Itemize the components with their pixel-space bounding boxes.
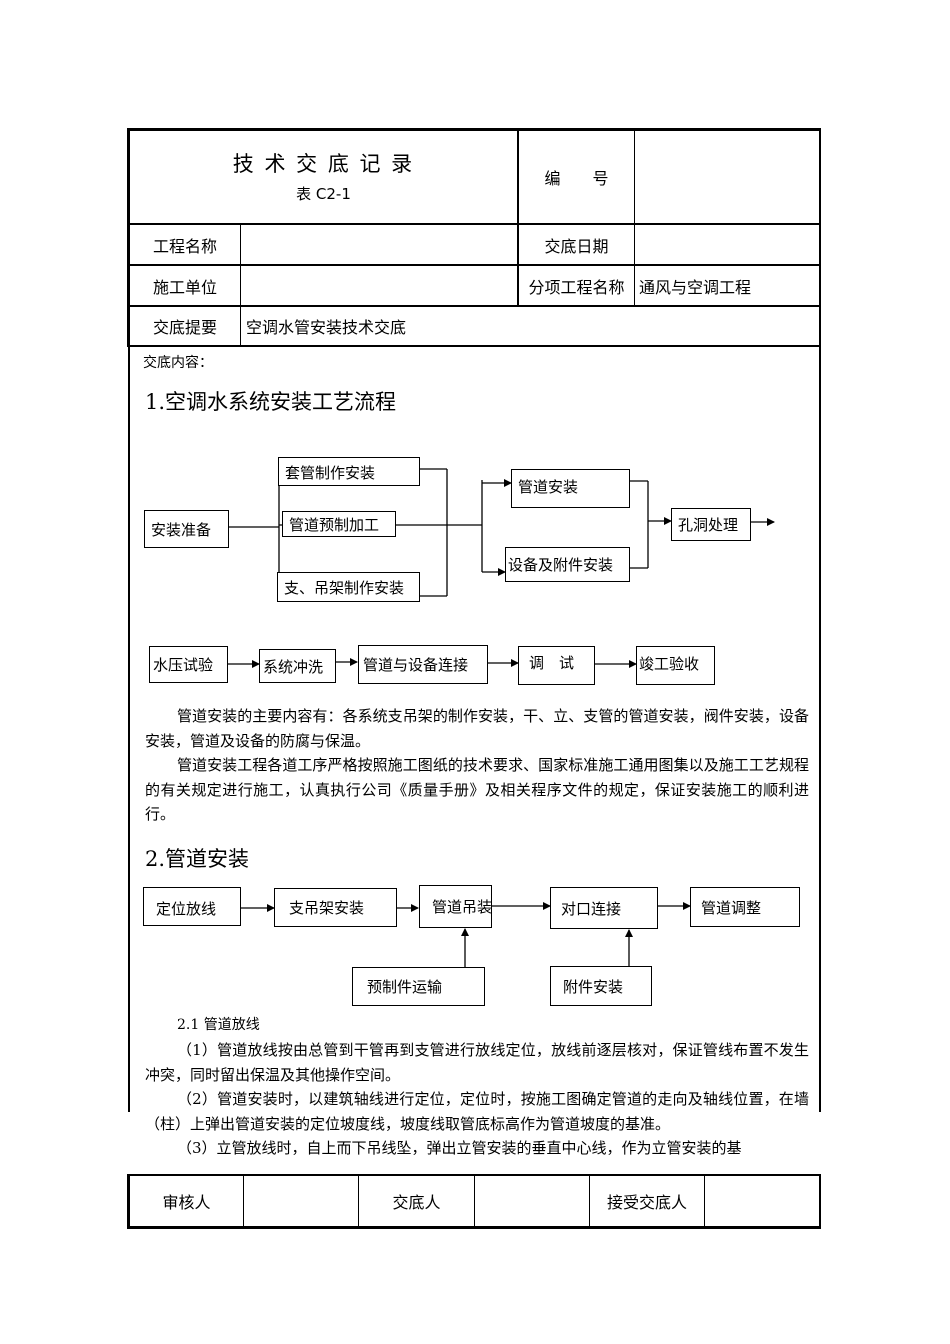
flow2-locate-box: 定位放线 — [143, 887, 241, 926]
flow2-prefab-transport-box: 预制件运输 — [352, 967, 485, 1006]
flow1-prefab-box: 管道预制加工 — [282, 511, 396, 537]
unit-label: 施工单位 — [152, 277, 217, 297]
reviewer-value[interactable] — [244, 1176, 358, 1226]
paragraph-1: 管道安装的主要内容有：各系统支吊架的制作安装，干、立、支管的管道安装，阀件安装，… — [145, 707, 809, 750]
form-title: 技 术 交 底 记 录 — [232, 152, 415, 176]
section1-title: 1.空调水系统安装工艺流程 — [145, 390, 397, 414]
paragraph-2: 管道安装工程各道工序严格按照施工图纸的技术要求、国家标准施工通用图集以及施工工艺… — [145, 756, 809, 823]
project-name-label: 工程名称 — [152, 236, 217, 256]
flow2-accessory-box: 附件安装 — [550, 966, 652, 1006]
content-right-border — [819, 347, 821, 1112]
intro-label: 交底内容： — [143, 355, 213, 371]
item-3: （3）立管放线时，自上而下吊线坠，弹出立管安装的垂直中心线，作为立管安装的基 — [177, 1139, 742, 1157]
subproject-value[interactable]: 通风与空调工程 — [639, 277, 752, 297]
flow2-joint-box: 对口连接 — [550, 887, 658, 929]
subproject-label: 分项工程名称 — [528, 277, 625, 297]
flow1-hole-box: 孔洞处理 — [671, 508, 751, 541]
flow1-pressure-box: 水压试验 — [149, 646, 228, 683]
flow1-support-box: 支、吊架制作安装 — [277, 572, 420, 602]
receiver-label: 接受交底人 — [606, 1193, 687, 1212]
section2-title: 2.管道安装 — [145, 847, 250, 871]
item-2: （2）管道安装时，以建筑轴线进行定位，定位时，按施工图确定管道的走向及轴线位置，… — [145, 1090, 809, 1133]
flow1-accept-box: 竣工验收 — [636, 646, 715, 685]
summary-label: 交底提要 — [152, 318, 217, 337]
flow1-connect-box: 管道与设备连接 — [358, 645, 488, 684]
form-code: 表 C2-1 — [296, 185, 351, 203]
flow2-connectors — [241, 902, 691, 967]
reviewer-label: 审核人 — [162, 1193, 211, 1212]
flow1-sleeve-box: 套管制作安装 — [278, 457, 420, 486]
receiver-value[interactable] — [705, 1176, 819, 1226]
discloser-label: 交底人 — [392, 1193, 441, 1212]
flow2-adjust-box: 管道调整 — [690, 887, 800, 927]
flow1-flush-box: 系统冲洗 — [259, 649, 336, 683]
number-label: 编 号 — [544, 169, 609, 188]
date-label: 交底日期 — [544, 236, 609, 256]
flow2-hoist-box: 管道吊装 — [419, 885, 492, 928]
content-left-border — [128, 347, 130, 1112]
flow1-prep-box: 安装准备 — [144, 510, 229, 548]
summary-value[interactable]: 空调水管安装技术交底 — [246, 318, 407, 337]
flow1-debug-box: 调 试 — [518, 646, 595, 685]
flow1-pipe-install-box: 管道安装 — [511, 469, 630, 508]
discloser-value[interactable] — [475, 1176, 589, 1226]
flow1-equipment-box: 设备及附件安装 — [505, 547, 630, 582]
flow2-support-box: 支吊架安装 — [274, 888, 397, 927]
subsection-2-1: 2.1 管道放线 — [177, 1017, 260, 1033]
item-1: （1）管道放线按由总管到干管再到支管进行放线定位，放线前逐层核对，保证管线布置不… — [145, 1041, 809, 1084]
